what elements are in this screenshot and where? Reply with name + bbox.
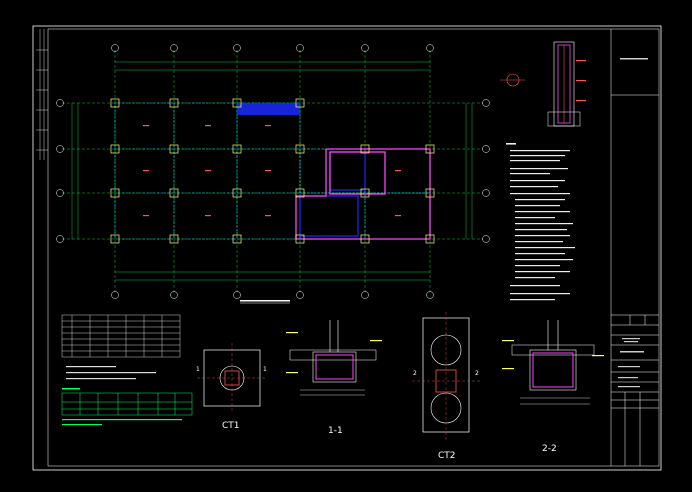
circle-axis-icon — [426, 44, 434, 52]
ct2-label: CT2 — [438, 451, 456, 461]
column-square-icon — [110, 98, 120, 108]
cut-mark-1-left: 1 — [196, 366, 200, 373]
column-square-icon — [232, 234, 242, 244]
cut-mark-2-right: 2 — [475, 370, 479, 377]
title-block-text-marks — [618, 58, 648, 388]
cut-mark-1-right: 1 — [263, 366, 267, 373]
column-square-icon — [295, 234, 305, 244]
section-1-1-label: 1-1 — [328, 426, 343, 436]
legend-notes — [62, 388, 182, 426]
plan-axis-grid — [62, 50, 483, 292]
column-square-icon — [110, 144, 120, 154]
circle-axis-icon — [111, 44, 119, 52]
column-square-icon — [169, 188, 179, 198]
circle-axis-icon — [482, 145, 490, 153]
plan-title — [240, 300, 290, 304]
circle-axis-icon — [170, 44, 178, 52]
column-square-icon — [110, 188, 120, 198]
column-square-icon — [295, 98, 305, 108]
ct1-cap-plan — [197, 343, 267, 413]
column-square-icon — [360, 144, 370, 154]
raft-outline — [295, 148, 431, 240]
circle-axis-icon — [296, 291, 304, 299]
column-square-icon — [425, 234, 435, 244]
foundation-beams — [114, 102, 431, 240]
circle-axis-icon — [56, 145, 64, 153]
section-2-2 — [502, 320, 604, 405]
drawing-border — [32, 25, 662, 471]
column-square-icon — [295, 144, 305, 154]
circle-axis-icon — [170, 291, 178, 299]
general-notes — [506, 143, 575, 301]
column-square-icon — [169, 144, 179, 154]
water-pit-region — [237, 103, 366, 237]
column-square-icon — [232, 144, 242, 154]
column-square-icon — [110, 234, 120, 244]
column-square-icon — [360, 234, 370, 244]
circle-axis-icon — [56, 235, 64, 243]
column-square-icon — [169, 234, 179, 244]
column-square-icon — [169, 98, 179, 108]
circle-axis-icon — [361, 291, 369, 299]
circle-axis-icon — [111, 291, 119, 299]
circle-axis-icon — [482, 189, 490, 197]
column-section-detail — [547, 41, 586, 127]
dimension-lines — [71, 61, 473, 281]
column-square-icon — [232, 98, 242, 108]
column-square-icon — [360, 188, 370, 198]
axis-bubbles — [56, 44, 490, 299]
cut-mark-2-left: 2 — [413, 370, 417, 377]
circle-axis-icon — [361, 44, 369, 52]
columns — [110, 98, 435, 244]
circle-axis-icon — [296, 44, 304, 52]
circle-axis-icon — [233, 291, 241, 299]
column-square-icon — [232, 188, 242, 198]
table-notes — [66, 366, 156, 380]
section-2-2-label: 2-2 — [542, 444, 557, 454]
corner-detail — [500, 73, 525, 87]
section-1-1 — [286, 320, 382, 396]
slab-marks — [143, 125, 401, 217]
circle-axis-icon — [56, 189, 64, 197]
binding-strip — [36, 29, 48, 160]
circle-axis-icon — [482, 235, 490, 243]
legend-table — [61, 392, 193, 416]
column-square-icon — [425, 188, 435, 198]
column-square-icon — [295, 188, 305, 198]
circle-axis-icon — [56, 99, 64, 107]
circle-axis-icon — [233, 44, 241, 52]
pile-circle-icon — [219, 365, 245, 391]
pile-schedule-table — [61, 314, 181, 358]
title-block — [610, 29, 659, 466]
ct1-label: CT1 — [222, 421, 240, 431]
column-square-icon — [425, 144, 435, 154]
ct2-cap-plan — [412, 312, 480, 440]
circle-axis-icon — [426, 291, 434, 299]
inner-border — [47, 28, 660, 467]
circle-axis-icon — [482, 99, 490, 107]
